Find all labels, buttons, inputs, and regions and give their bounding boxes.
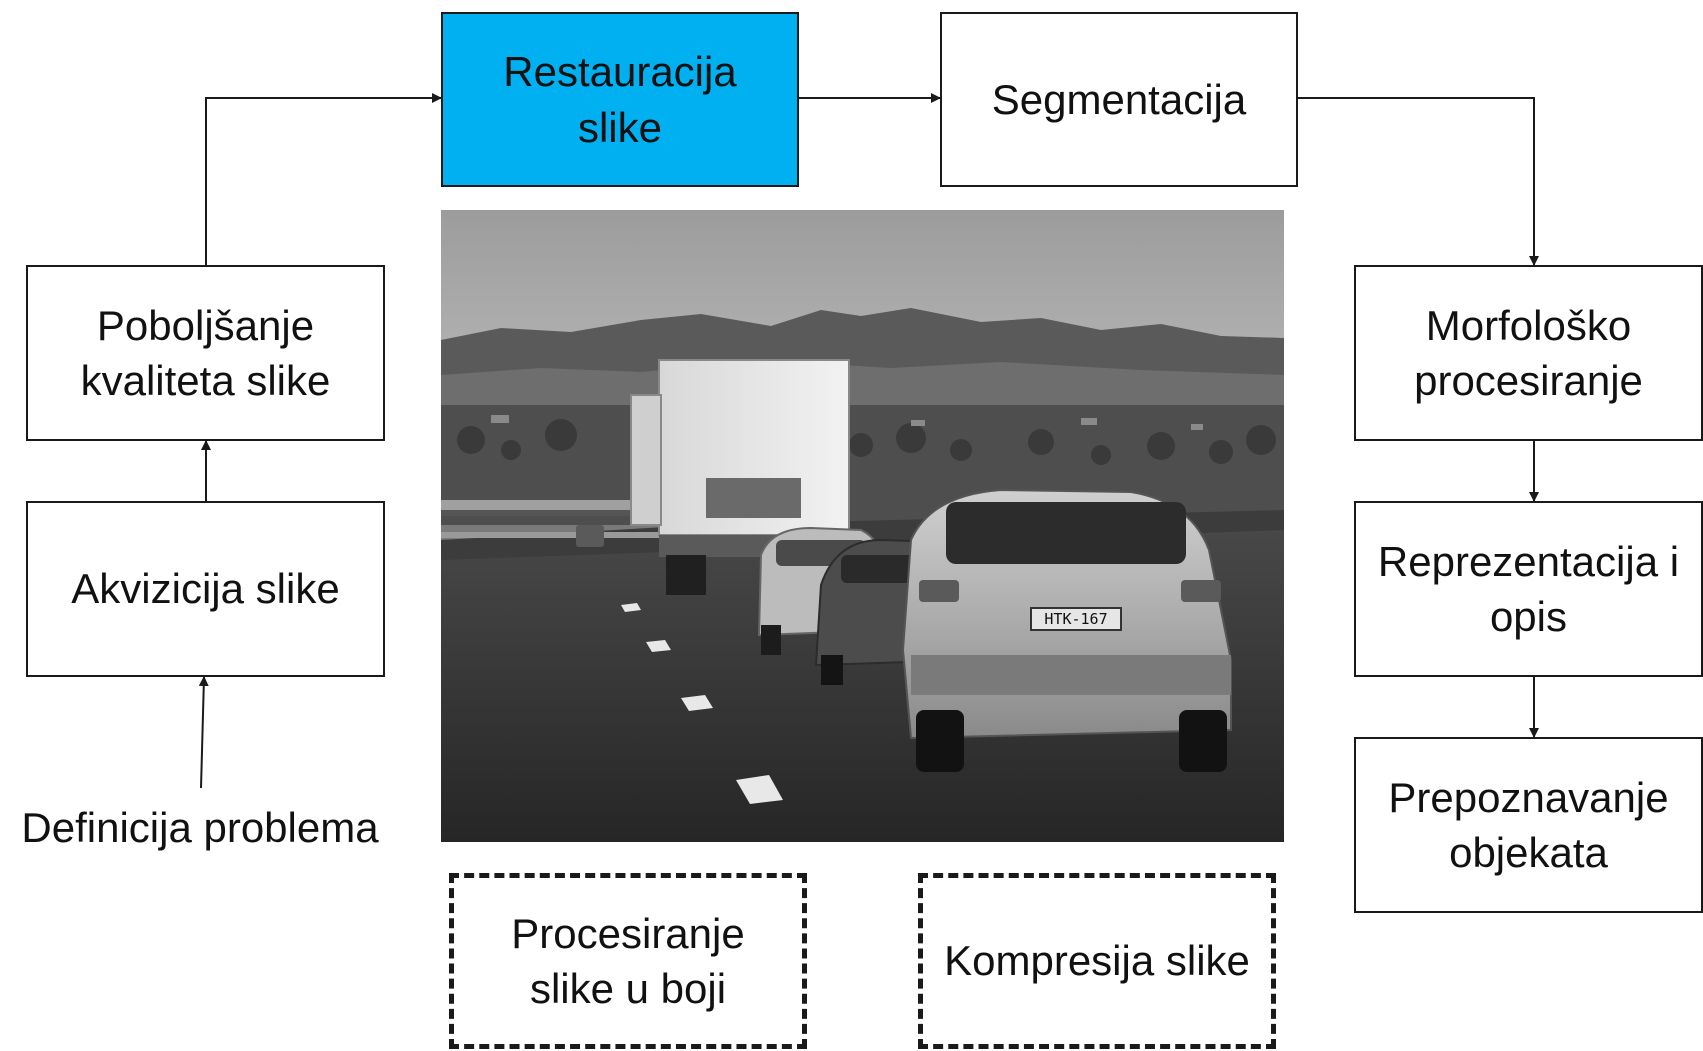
arrow-enhancement-to-restoration [205, 93, 442, 265]
node-recognition: Prepoznavanje objekata [1354, 737, 1703, 913]
node-representation-label: Reprezentacija i opis [1377, 537, 1680, 640]
node-morphology: Morfološko procesiranje [1354, 265, 1703, 441]
node-acquisition: Akvizicija slike [26, 501, 385, 677]
node-color-processing-label: Procesiranje slike u boji [511, 909, 745, 1012]
node-morphology-label: Morfološko procesiranje [1414, 301, 1643, 404]
node-compression-label: Kompresija slike [944, 937, 1250, 985]
node-color-processing: Procesiranje slike u boji [449, 873, 807, 1049]
arrow-problem-to-acquisition [198, 676, 209, 789]
node-enhancement: Poboljšanje kvaliteta slike [26, 265, 385, 441]
node-problem-label: Definicija problema [21, 804, 379, 851]
node-recognition-label: Prepoznavanje objekata [1388, 773, 1669, 876]
node-representation: Reprezentacija i opis [1354, 501, 1703, 677]
node-restoration: Restauracija slike [441, 12, 799, 187]
node-restoration-label: Restauracija slike [503, 48, 737, 151]
highway-traffic-photo: HTK-167 [441, 210, 1284, 842]
node-segmentation-label: Segmentacija [991, 75, 1247, 123]
node-compression: Kompresija slike [918, 873, 1276, 1049]
node-enhancement-label: Poboljšanje kvaliteta slike [80, 301, 331, 404]
license-plate: HTK-167 [1044, 610, 1107, 628]
node-segmentation: Segmentacija [940, 12, 1298, 187]
arrow-segmentation-to-morphology [1298, 97, 1539, 266]
node-acquisition-label: Akvizicija slike [71, 565, 340, 613]
